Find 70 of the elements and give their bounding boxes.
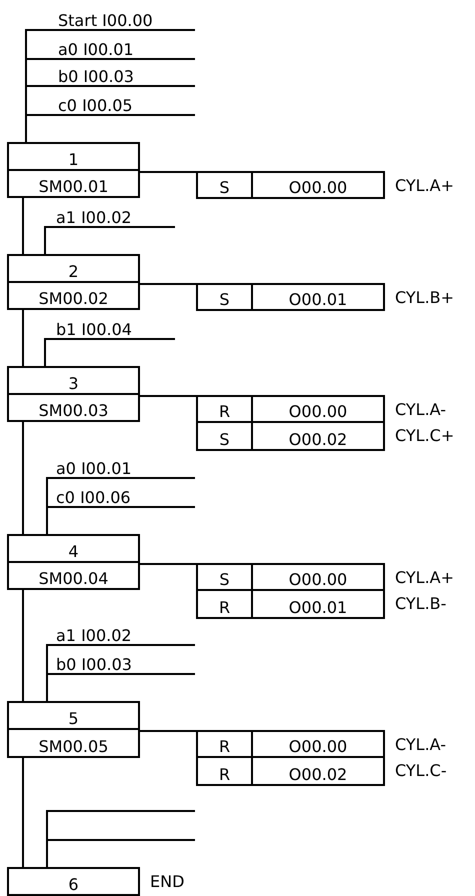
step-address: SM00.03 [38,400,110,420]
step-box [7,701,140,758]
output-address: O00.00 [288,401,348,421]
connection-line [140,283,196,285]
connection-line [22,590,24,701]
contact-label: a0 I00.01 [58,42,134,58]
action-qualifier: S [198,565,253,589]
connection-line [140,395,196,397]
output-description: CYL.B- [395,596,446,612]
output-address: O00.01 [288,597,348,617]
action-box [196,421,385,451]
output-address: O00.02 [288,429,348,449]
action-box [196,730,385,758]
connection-line [140,563,196,565]
step-number: 1 [9,144,138,171]
step-address: SM00.04 [38,568,110,588]
output-description: CYL.B+ [395,290,454,306]
connection-line [22,198,24,254]
action-qualifier: S [198,423,253,449]
action-qualifier: R [198,397,253,421]
connection-line [140,730,196,732]
output-address: O00.02 [288,764,348,784]
step-number: 3 [9,368,138,395]
step-box [7,867,140,896]
contact-label: c0 I00.05 [58,98,133,114]
output-description: CYL.A- [395,737,446,753]
contact-label: Start I00.00 [58,13,153,29]
step-number: 4 [9,536,138,563]
contact-label: b0 I00.03 [56,657,132,673]
contact-label: b1 I00.04 [56,322,132,338]
action-qualifier: R [198,591,253,617]
action-qualifier: R [198,758,253,784]
step-number: 5 [9,703,138,730]
step-box [7,366,140,422]
connection-line [22,310,24,366]
action-box [196,756,385,786]
output-description: CYL.C- [395,763,447,779]
contact-label: a0 I00.01 [56,461,132,477]
contact-label: a1 I00.02 [56,210,132,226]
step-address: SM00.05 [38,736,110,756]
action-box [196,563,385,591]
contact-label: a1 I00.02 [56,628,132,644]
step-address: SM00.02 [38,288,110,308]
step-box [7,534,140,590]
connection-line [140,171,196,173]
action-box [196,171,385,199]
output-description: CYL.A+ [395,178,454,194]
contact-label: c0 I00.06 [56,490,131,506]
action-box [196,395,385,423]
connection-line [22,758,24,867]
action-box [196,283,385,311]
step-number: 6 [67,874,80,894]
action-qualifier: R [198,732,253,756]
action-box [196,589,385,619]
output-description: CYL.C+ [395,428,454,444]
action-qualifier: S [198,285,253,309]
step-box [7,142,140,198]
output-address: O00.00 [288,736,348,756]
output-address: O00.00 [288,177,348,197]
step-number: 2 [9,256,138,283]
contact-label: b0 I00.03 [58,69,134,85]
output-description: CYL.A- [395,402,446,418]
step-address: SM00.01 [38,176,110,196]
output-address: O00.00 [288,569,348,589]
connection-line [22,422,24,534]
action-qualifier: S [198,173,253,197]
step-note: END [150,874,184,890]
output-description: CYL.A+ [395,570,454,586]
output-address: O00.01 [288,289,348,309]
step-box [7,254,140,310]
